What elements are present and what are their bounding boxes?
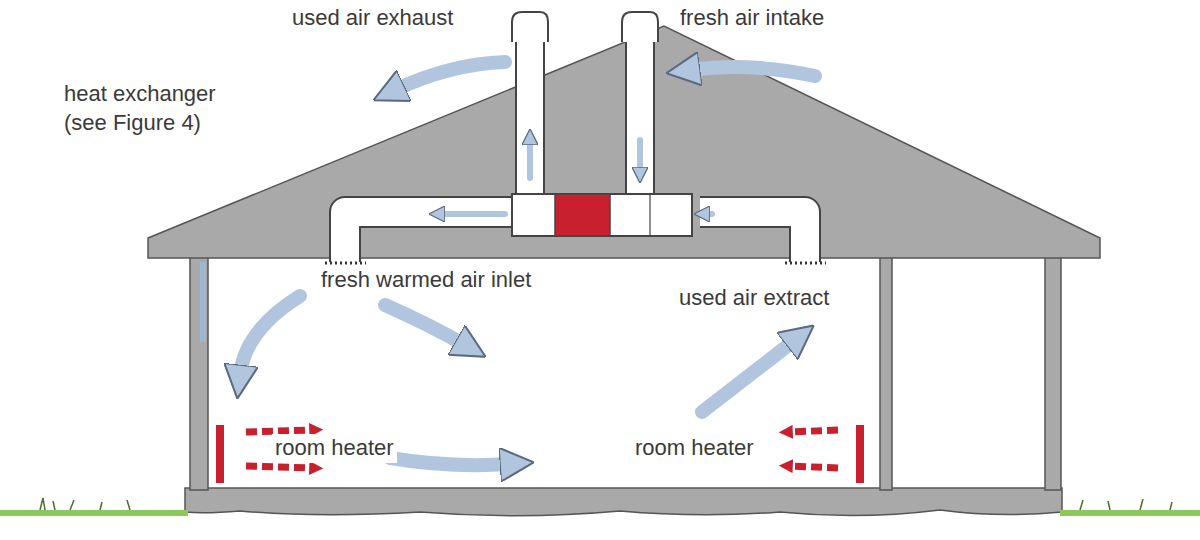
label-text: used air extract <box>676 284 832 313</box>
vent-grille <box>325 262 826 265</box>
intake-cap <box>622 12 658 42</box>
right-wall <box>1045 252 1061 490</box>
box-divider <box>649 194 650 236</box>
heat-exchanger-core <box>555 194 610 236</box>
airflow-arrows <box>240 62 815 465</box>
heater-panel <box>216 425 224 483</box>
grass-tufts <box>40 498 1172 510</box>
grass <box>1060 510 1200 516</box>
grass <box>0 510 188 516</box>
heat-exchanger <box>512 194 692 236</box>
roof <box>148 26 1100 258</box>
label-text: room heater <box>272 434 397 463</box>
exhaust-cap <box>512 12 548 42</box>
heater-panel <box>856 425 864 483</box>
window-strip <box>200 262 206 342</box>
label-text: used air exhaust <box>292 4 453 33</box>
label-text: heat exchanger (see Figure 4) <box>64 80 234 137</box>
left-wall <box>190 252 208 490</box>
partition-wall <box>880 252 892 490</box>
floor-slab <box>185 488 1062 516</box>
label-text: fresh warmed air inlet <box>318 266 534 295</box>
label-text: room heater <box>632 434 757 463</box>
heat-arrows <box>246 430 838 468</box>
label-text: fresh air intake <box>680 4 824 33</box>
